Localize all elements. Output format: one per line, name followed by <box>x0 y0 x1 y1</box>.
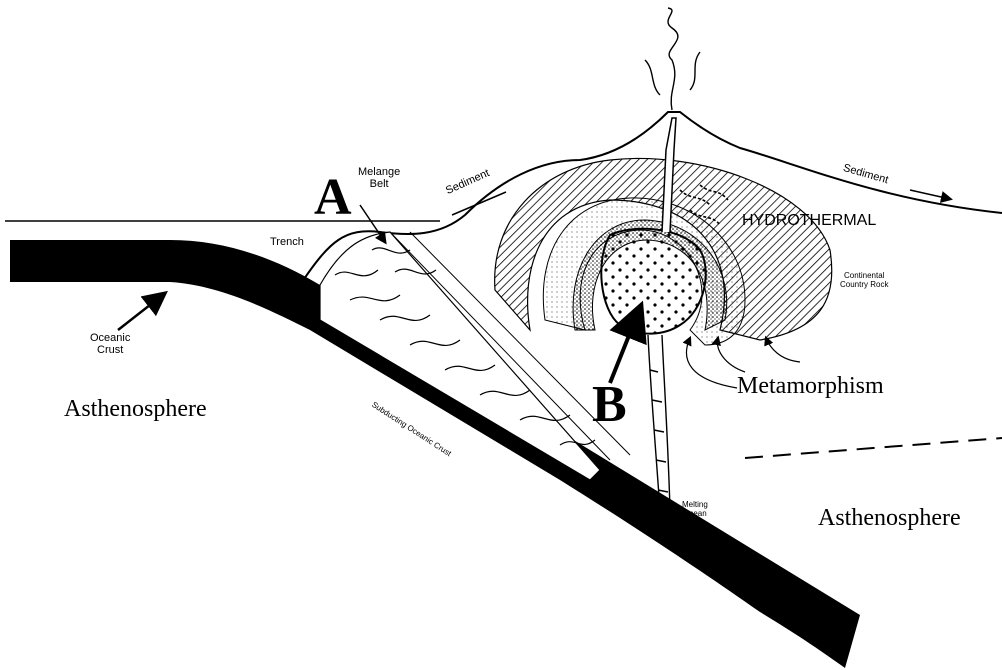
oceanic-line-2: Crust <box>90 344 130 356</box>
lithosphere-boundary <box>745 438 1002 458</box>
melange-line-2: Belt <box>358 178 400 190</box>
melting-line-1: Melting <box>682 500 708 509</box>
continental-line-2: Country Rock <box>840 280 888 289</box>
melting-crust-label: Melting Ocean Crust <box>682 500 708 527</box>
metamorphism-arrow-2 <box>717 338 745 372</box>
metamorphism-arrow-3 <box>766 338 800 362</box>
oceanic-crust-label: Oceanic Crust <box>90 332 130 356</box>
asthenosphere-left-label: Asthenosphere <box>64 396 207 422</box>
magma-feeder <box>648 335 670 510</box>
melting-line-2: Ocean <box>682 509 708 518</box>
continental-label: Continental Country Rock <box>840 271 888 289</box>
melting-line-3: Crust <box>682 518 708 527</box>
oceanic-crust-arrow <box>118 294 164 330</box>
sediment-left-line <box>452 192 506 215</box>
metamorphism-label: Metamorphism <box>737 373 884 399</box>
melange-belt-label: Melange Belt <box>358 166 400 190</box>
oceanic-line-1: Oceanic <box>90 332 130 344</box>
trench-label: Trench <box>270 236 304 248</box>
label-a: A <box>314 172 352 224</box>
hydrothermal-label: HYDROTHERMAL <box>742 212 876 230</box>
label-b: B <box>592 379 627 431</box>
asthenosphere-right-label: Asthenosphere <box>818 505 961 531</box>
sediment-right-arrow <box>910 190 950 199</box>
volcano-plume <box>645 8 700 110</box>
magma-chamber <box>601 229 705 334</box>
continental-line-1: Continental <box>840 271 888 280</box>
melange-line-1: Melange <box>358 166 400 178</box>
